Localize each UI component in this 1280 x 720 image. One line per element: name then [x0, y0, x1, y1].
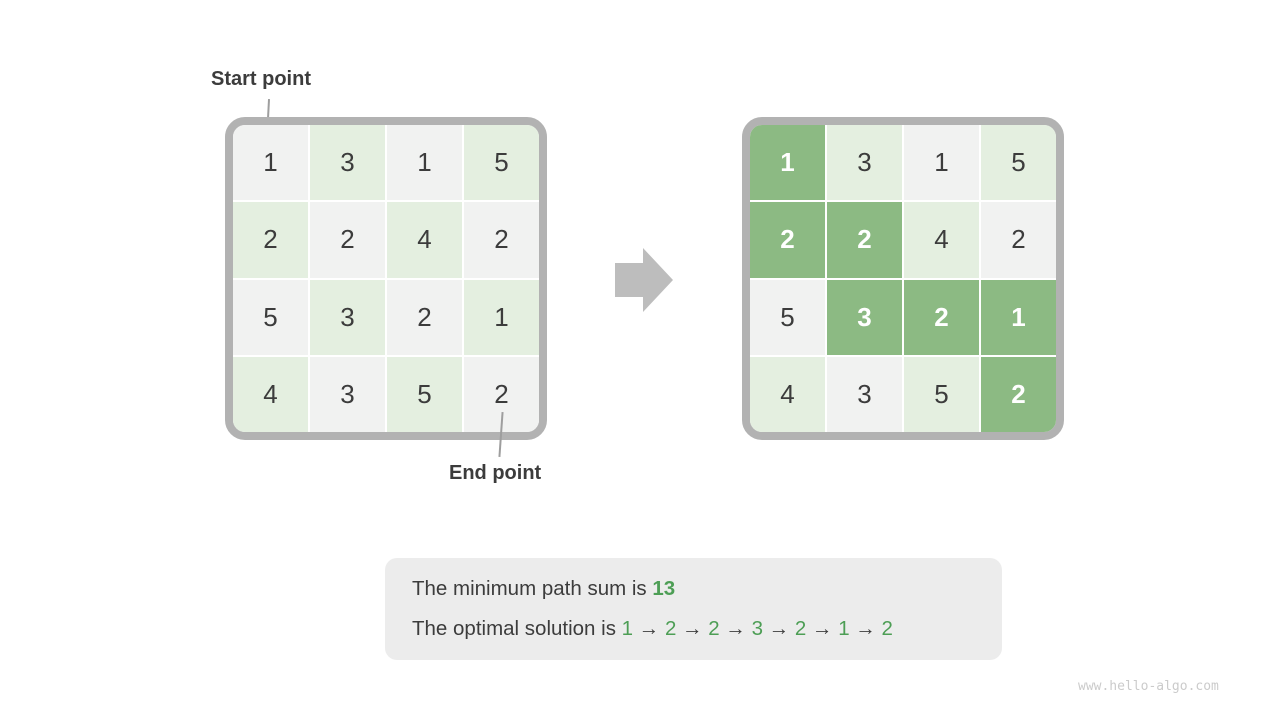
path-cell: 3: [827, 279, 902, 355]
arrow-right-glyph: →: [633, 617, 665, 640]
path-cell: 1: [750, 125, 825, 201]
grid-cell: 1: [464, 279, 539, 355]
transform-arrow-icon: [615, 248, 673, 312]
grid-cell: 4: [904, 202, 979, 278]
grid-cell: 5: [233, 279, 308, 355]
grid-cell: 2: [310, 202, 385, 278]
watermark: www.hello-algo.com: [1078, 679, 1219, 694]
grid-cell: 5: [464, 125, 539, 201]
grid-cell: 5: [750, 279, 825, 355]
grid-cell: 3: [310, 125, 385, 201]
min-sum-line: The minimum path sum is 13: [412, 569, 1002, 609]
min-sum-value: 13: [652, 577, 676, 600]
arrow-right-glyph: →: [849, 617, 882, 640]
solution-step: 1: [838, 617, 850, 640]
summary-box: The minimum path sum is 13 The optimal s…: [385, 558, 1002, 660]
solution-step: 2: [881, 617, 893, 640]
min-sum-prefix: The minimum path sum is: [412, 577, 653, 600]
grid-cell: 3: [827, 356, 902, 432]
grid-cell: 5: [387, 356, 462, 432]
solution-step: 3: [751, 617, 763, 640]
grid-cell: 3: [827, 125, 902, 201]
path-cell: 2: [827, 202, 902, 278]
path-cell: 2: [750, 202, 825, 278]
grid-cell: 4: [387, 202, 462, 278]
grid-cell: 1: [233, 125, 308, 201]
grid-cell: 2: [387, 279, 462, 355]
solution-sequence: 1 → 2 → 2 → 3 → 2 → 1 → 2: [622, 617, 893, 640]
grid-cell: 2: [981, 202, 1056, 278]
start-point-label: Start point: [211, 68, 311, 90]
solution-step: 1: [621, 617, 634, 640]
grid-cell: 3: [310, 356, 385, 432]
solution-step: 2: [794, 617, 807, 640]
solution-prefix: The optimal solution is: [412, 617, 622, 640]
grid-cell: 1: [387, 125, 462, 201]
end-point-label: End point: [449, 462, 542, 484]
path-cell: 2: [981, 356, 1056, 432]
path-cell: 2: [904, 279, 979, 355]
arrow-right-glyph: →: [719, 617, 752, 640]
grid-cell: 3: [310, 279, 385, 355]
grid-cell: 5: [981, 125, 1056, 201]
solution-step: 2: [664, 617, 677, 640]
grid-cell: 2: [464, 202, 539, 278]
grid-cell: 1: [904, 125, 979, 201]
arrow-right-glyph: →: [676, 617, 709, 640]
solution-step: 2: [708, 617, 720, 640]
path-cell: 1: [981, 279, 1056, 355]
grid-cell: 4: [750, 356, 825, 432]
grid-cell: 2: [233, 202, 308, 278]
grid-cell: 4: [233, 356, 308, 432]
solution-line: The optimal solution is 1 → 2 → 2 → 3 → …: [412, 609, 1002, 649]
grid-cell: 5: [904, 356, 979, 432]
arrow-right-glyph: →: [806, 617, 839, 640]
arrow-right-glyph: →: [763, 617, 795, 640]
